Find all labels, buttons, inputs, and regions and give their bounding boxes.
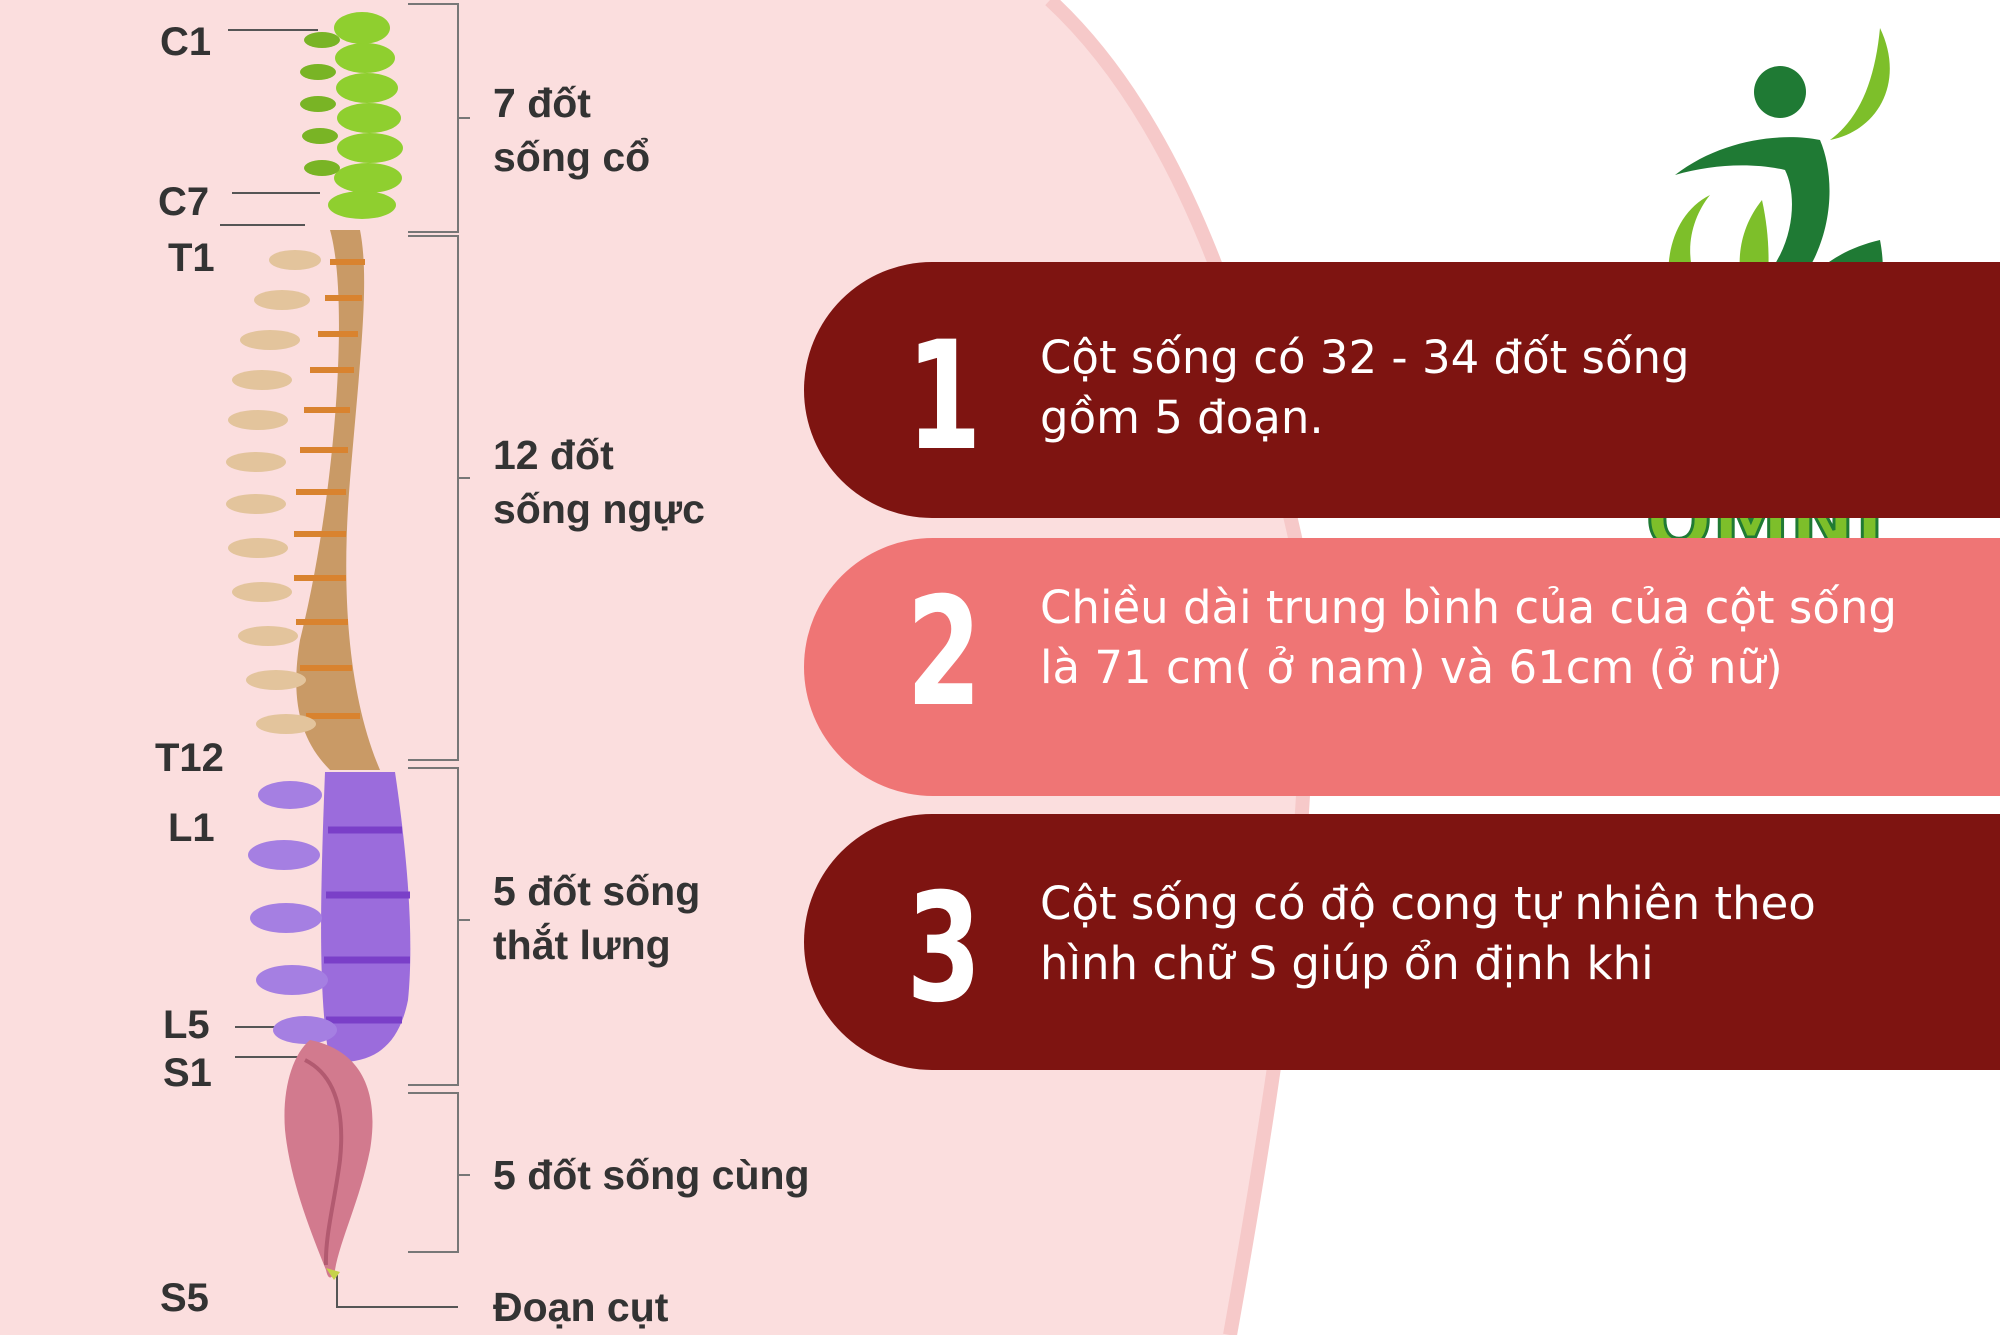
fact-text-1: Cột sống có 32 - 34 đốt sống gồm 5 đoạn. [1040, 331, 1690, 444]
fact-card-2: 2 Chiều dài trung bình của của cột sống … [804, 538, 2000, 796]
segment-cervical-label: 7 đốt sống cổ [493, 76, 650, 184]
fact-text-3: Cột sống có độ cong tự nhiên theo hình c… [1040, 877, 1816, 990]
segment-thoracic-line2: sống ngực [493, 486, 705, 532]
label-c7: C7 [158, 180, 210, 224]
fact-number-2: 2 [906, 566, 982, 740]
label-l1: L1 [168, 806, 215, 850]
lumbar-vertebrae [248, 772, 411, 1062]
label-c1: C1 [160, 20, 212, 64]
label-s1: S1 [163, 1051, 212, 1095]
segment-lumbar-label: 5 đốt sống thắt lưng [493, 864, 700, 972]
fact-card-3: 3 Cột sống có độ cong tự nhiên theo hình… [804, 814, 2000, 1070]
fact-number-1: 1 [906, 310, 982, 484]
fact-text-2: Chiều dài trung bình của của cột sống là… [1040, 581, 1897, 694]
cervical-vertebrae [300, 12, 403, 219]
thoracic-vertebrae [226, 230, 380, 770]
label-t1: T1 [168, 236, 215, 280]
label-l5: L5 [163, 1003, 210, 1047]
segment-thoracic-line1: 12 đốt [493, 432, 614, 478]
segment-cervical-line2: sống cổ [493, 134, 651, 180]
segment-coccyx-label: Đoạn cụt [493, 1284, 669, 1330]
segment-lumbar-line1: 5 đốt sống [493, 868, 701, 914]
fact-number-3: 3 [906, 862, 982, 1036]
segment-brackets [408, 3, 470, 1253]
label-t12: T12 [155, 736, 224, 780]
segment-lumbar-line2: thắt lưng [493, 922, 671, 968]
sacrum-coccyx [284, 1040, 373, 1280]
segment-sacral-label: 5 đốt sống cùng [493, 1152, 810, 1198]
segment-thoracic-label: 12 đốt sống ngực [493, 428, 705, 536]
fact-card-1: 1 Cột sống có 32 - 34 đốt sống gồm 5 đoạ… [804, 262, 2000, 518]
segment-cervical-line1: 7 đốt [493, 80, 591, 126]
label-s5: S5 [160, 1276, 209, 1320]
